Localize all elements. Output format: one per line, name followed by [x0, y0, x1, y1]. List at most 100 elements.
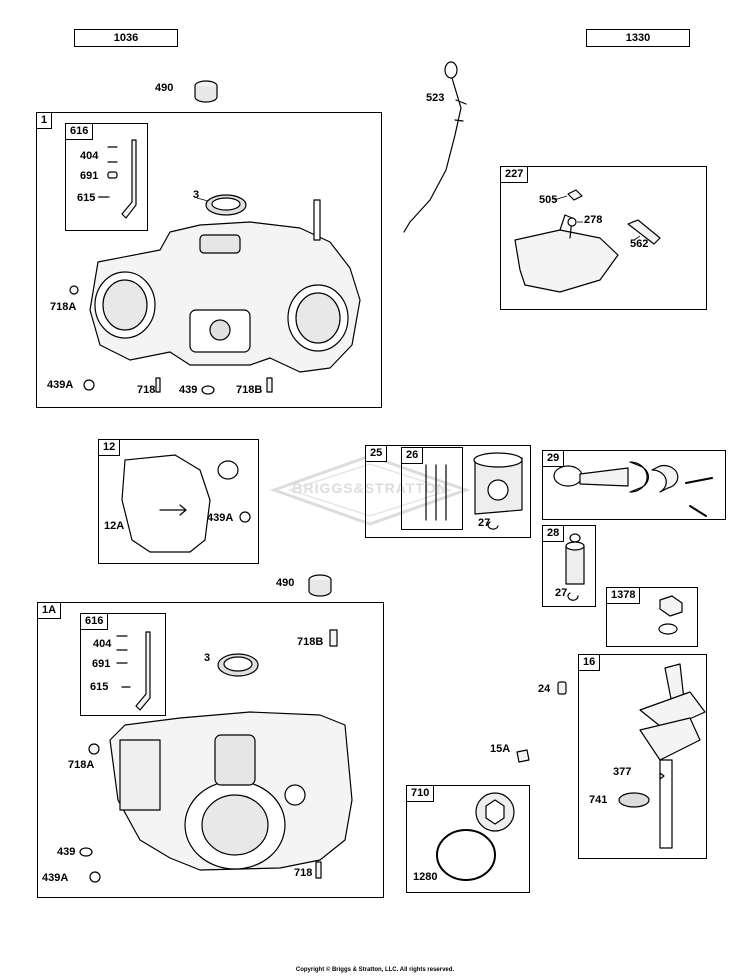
tag-28: 28	[542, 525, 565, 542]
tag-16: 16	[578, 654, 601, 671]
part-crankcase-1A	[109, 711, 353, 871]
tag-710: 710	[406, 785, 435, 802]
label-15A: 15A	[490, 743, 511, 755]
part-28-wristpin	[565, 533, 585, 585]
box-29	[542, 450, 726, 520]
part-26-rings	[425, 464, 447, 521]
box-616-top	[65, 123, 148, 231]
label-562: 562	[630, 238, 649, 250]
tag-616-top: 616	[65, 123, 94, 140]
box-25	[365, 445, 531, 538]
part-29-conrod	[553, 461, 713, 517]
part-710-plug	[475, 792, 515, 832]
part-741-gear	[618, 792, 650, 808]
label-718B-top: 718B	[236, 384, 263, 396]
box-16	[578, 654, 707, 859]
part-439-ring-top	[201, 385, 215, 395]
part-718A-pin-bottom	[88, 743, 100, 755]
part-439A-ring-top	[83, 379, 95, 391]
part-crankcase-1	[89, 199, 361, 373]
part-718A-pin-top	[69, 285, 79, 295]
label-615-top: 615	[77, 192, 96, 204]
header-1330: 1330	[586, 29, 690, 47]
label-490-top: 490	[155, 82, 174, 94]
part-616-tube-bottom	[116, 631, 151, 711]
part-505-nut	[567, 189, 583, 201]
label-741: 741	[589, 794, 608, 806]
watermark-logo	[270, 454, 470, 526]
label-490-bottom: 490	[276, 577, 295, 589]
part-718B-pin-bottom	[329, 629, 338, 647]
tag-26: 26	[401, 447, 424, 464]
part-278-washer	[567, 217, 577, 227]
part-15A-plug	[516, 749, 530, 763]
label-278: 278	[584, 214, 603, 226]
box-28	[542, 525, 596, 607]
part-490-plug-top	[194, 80, 218, 103]
part-24-key	[557, 681, 567, 695]
box-1378	[606, 587, 698, 647]
tag-25: 25	[365, 445, 388, 462]
part-439A-ring-gasket	[239, 511, 251, 523]
label-439A-gasket: 439A	[207, 512, 234, 524]
part-616-tube-top	[98, 139, 137, 219]
box-616-bottom	[80, 613, 166, 716]
tag-29: 29	[542, 450, 565, 467]
part-25-piston	[473, 452, 523, 515]
part-12-gasket	[121, 454, 211, 553]
label-27-piston: 27	[478, 517, 491, 529]
tag-616-bottom: 616	[80, 613, 109, 630]
label-718-bottom: 718	[294, 867, 313, 879]
label-439-bottom: 439	[57, 846, 76, 858]
part-1378-nut	[659, 595, 683, 617]
label-439A-bottom: 439A	[42, 872, 69, 884]
copyright-text: Copyright © Briggs & Stratton, LLC. All …	[295, 967, 455, 973]
part-1280-oring	[436, 829, 496, 881]
label-404-top: 404	[80, 150, 99, 162]
label-523: 523	[426, 92, 445, 104]
label-24: 24	[538, 683, 551, 695]
part-12-oring	[217, 460, 239, 480]
part-27-clip-b	[567, 592, 579, 601]
label-615-bottom: 615	[90, 681, 109, 693]
part-377-key	[659, 772, 665, 780]
label-691-bottom: 691	[92, 658, 111, 670]
label-439-top: 439	[179, 384, 198, 396]
tag-12: 12	[98, 439, 121, 456]
box-227	[500, 166, 707, 310]
part-3-seal-bottom	[217, 653, 259, 677]
box-12	[98, 439, 259, 564]
part-562-bolt	[627, 219, 661, 245]
tag-1378: 1378	[606, 587, 641, 604]
box-1A	[37, 602, 384, 898]
part-16-crankshaft	[618, 663, 706, 849]
label-27-pin: 27	[555, 587, 568, 599]
label-1280: 1280	[413, 871, 438, 883]
part-3-seal-top	[205, 194, 247, 216]
box-26	[401, 447, 463, 530]
leader-lines	[98, 195, 641, 241]
tag-1A: 1A	[37, 602, 62, 619]
part-27-clip-a	[487, 521, 499, 530]
part-718-pin-bottom	[315, 861, 322, 879]
tag-1: 1	[36, 112, 53, 129]
label-12A: 12A	[104, 520, 125, 532]
box-1	[36, 112, 382, 408]
part-523-dipstick	[403, 61, 467, 233]
part-439-ring-bottom	[79, 847, 93, 857]
label-718-top: 718	[137, 384, 156, 396]
label-3-bottom: 3	[204, 652, 211, 664]
label-718B-bottom: 718B	[297, 636, 324, 648]
part-1378-washer	[658, 623, 678, 635]
watermark-text: BRIGGS&STRATTON	[292, 480, 448, 496]
label-377: 377	[613, 766, 632, 778]
part-439A-ring-bottom	[89, 871, 101, 883]
box-710	[406, 785, 530, 893]
part-227-bracket	[514, 189, 661, 293]
header-1036: 1036	[74, 29, 178, 47]
part-718-pin-top	[155, 377, 161, 393]
label-718A-top: 718A	[50, 301, 77, 313]
label-718A-bottom: 718A	[68, 759, 95, 771]
label-691-top: 691	[80, 170, 99, 182]
